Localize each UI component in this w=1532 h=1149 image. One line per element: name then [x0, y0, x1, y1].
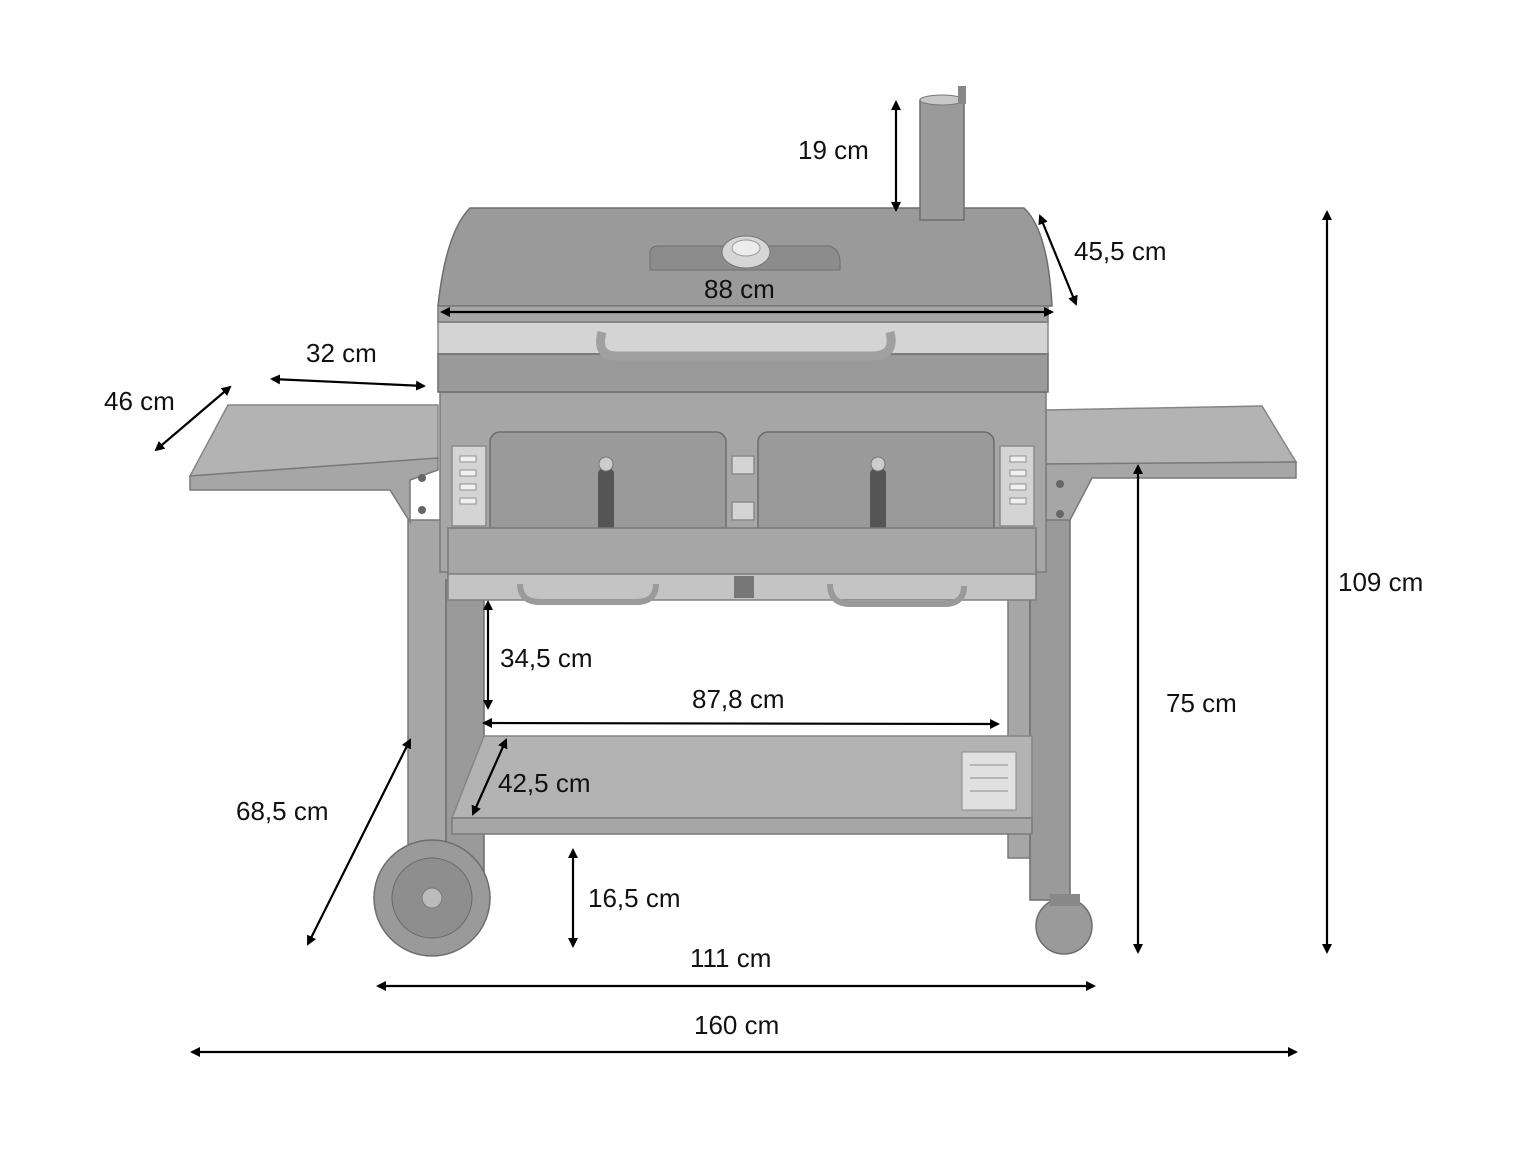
arrow-shelf-depth: [154, 385, 232, 452]
label-lid-depth: 45,5 cm: [1074, 236, 1167, 266]
right-tray-handle: [827, 583, 967, 607]
chimney: [919, 99, 965, 221]
warning-label: [961, 751, 1017, 811]
bottom-shelf-front: [451, 817, 1033, 835]
arrow-bottom-shelf-width: [482, 718, 1000, 729]
label-wheelbase-width: 111 cm: [690, 943, 771, 973]
dimension-arrows: [154, 100, 1332, 1057]
right-side-shelf: [1045, 405, 1298, 465]
lid-handle: [596, 330, 896, 361]
left-inner-leg: [445, 579, 485, 886]
right-caster: [1035, 897, 1093, 955]
label-total-height: 109 cm: [1338, 567, 1423, 597]
grill-illustration: [188, 86, 1298, 957]
front-left-leg: [407, 519, 449, 871]
left-side-shelf-edge: [189, 457, 439, 525]
label-chimney-height: 19 cm: [798, 135, 869, 165]
label-bottom-shelf-width: 87,8 cm: [692, 684, 785, 714]
label-bottom-shelf-depth: 42,5 cm: [498, 768, 591, 798]
label-total-width: 160 cm: [694, 1010, 779, 1040]
right-side-shelf-edge: [1045, 461, 1297, 521]
dimension-labels: 19 cm 45,5 cm 88 cm 32 cm 46 cm 109 cm 3…: [104, 135, 1423, 1040]
label-leg-depth: 68,5 cm: [236, 796, 329, 826]
arrow-lid-depth: [1038, 214, 1078, 306]
arrow-shelf-width: [270, 374, 426, 391]
label-box-to-shelf: 34,5 cm: [500, 643, 593, 673]
arrow-leg-depth: [307, 738, 411, 946]
left-tray-handle: [517, 583, 659, 605]
label-grill-width: 88 cm: [704, 274, 775, 304]
label-ground-clearance: 16,5 cm: [588, 883, 681, 913]
arrow-bottom-shelf-depth: [471, 738, 508, 816]
ash-tray: [447, 527, 1037, 579]
label-shelf-width: 32 cm: [306, 338, 377, 368]
label-shelf-depth: 46 cm: [104, 386, 175, 416]
lid-band: [437, 321, 1049, 355]
label-cooking-height: 75 cm: [1166, 688, 1237, 718]
